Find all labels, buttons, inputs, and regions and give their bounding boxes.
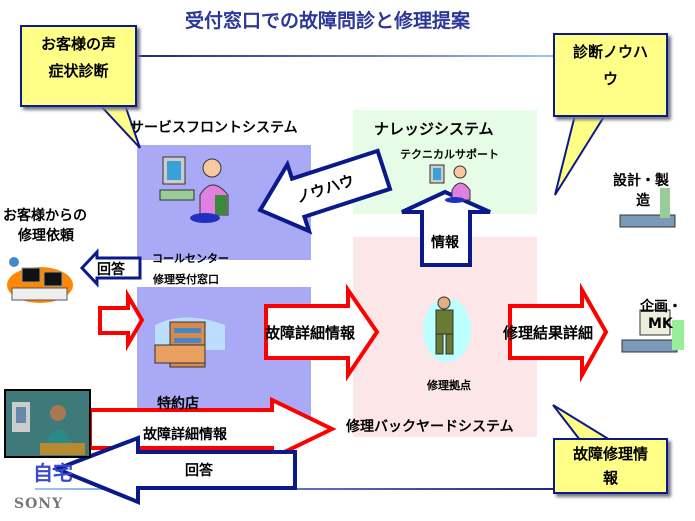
home-user-illustration	[4, 389, 91, 458]
planning-illustration	[621, 309, 684, 353]
knowhow-arrow	[257, 148, 393, 235]
home-label: 自宅	[33, 461, 73, 485]
customer-request-line2: 修理依頼	[18, 228, 74, 244]
knowledge-title: ナレッジシステム	[374, 120, 494, 138]
callout-repair-info: 故障修理情 報	[553, 438, 668, 494]
customer-request-line1: お客様からの	[3, 208, 87, 224]
planning-line2: MK	[648, 316, 673, 332]
tech-support-illustration	[429, 164, 471, 203]
callout-line: 症状診断	[48, 62, 109, 80]
call-center-label: コールセンター	[152, 252, 229, 265]
info-arrow	[401, 189, 491, 267]
home-answer-arrow	[51, 435, 297, 505]
fault-detail-arrow	[264, 283, 380, 382]
design-line1: 設計・製	[613, 173, 669, 189]
backyard-title: 修理バックヤードシステム	[346, 419, 514, 435]
operator-illustration	[159, 156, 229, 223]
sony-logo: SONY	[14, 496, 64, 512]
callout-line: 故障修理情	[572, 445, 648, 463]
request-arrow	[98, 288, 145, 352]
building-illustration	[154, 317, 225, 368]
callout-line: 報	[602, 469, 618, 487]
tech-support-label: テクニカルサポート	[400, 148, 499, 161]
home-answer-label: 回答	[185, 463, 213, 479]
customer-illustration	[7, 257, 73, 303]
callout-line: ウ	[602, 70, 618, 88]
answer-small-label: 回答	[97, 262, 125, 278]
repair-base-label: 修理拠点	[427, 379, 471, 392]
callout-tail	[552, 404, 614, 441]
callout-line: お客様の声	[40, 35, 116, 53]
repair-desk-label: 修理受付窓口	[153, 273, 219, 286]
home-fault-detail-label: 故障詳細情報	[143, 427, 227, 443]
callout-customer-voice: お客様の声 症状診断	[20, 25, 137, 107]
fault-detail-label: 故障詳細情報	[265, 324, 356, 342]
dealer-label: 特約店	[157, 396, 199, 412]
design-line2: 造	[636, 193, 650, 209]
repairman-illustration	[423, 296, 471, 362]
repair-result-label: 修理結果詳細	[503, 324, 594, 342]
page-title: 受付窓口での故障問診と修理提案	[184, 10, 470, 32]
callout-tail	[554, 114, 607, 196]
callout-diagnosis-knowhow: 診断ノウハ ウ	[553, 33, 668, 117]
answer-small-arrow	[79, 248, 142, 288]
callout-line: 診断ノウハ	[572, 43, 648, 61]
design-illustration	[619, 188, 676, 228]
planning-line1: 企画・	[640, 299, 682, 315]
title-rule	[137, 55, 557, 57]
service-front-title: サービスフロントシステム	[130, 120, 298, 136]
repair-result-arrow	[508, 282, 609, 383]
info-arrow-label: 情報	[431, 235, 459, 251]
